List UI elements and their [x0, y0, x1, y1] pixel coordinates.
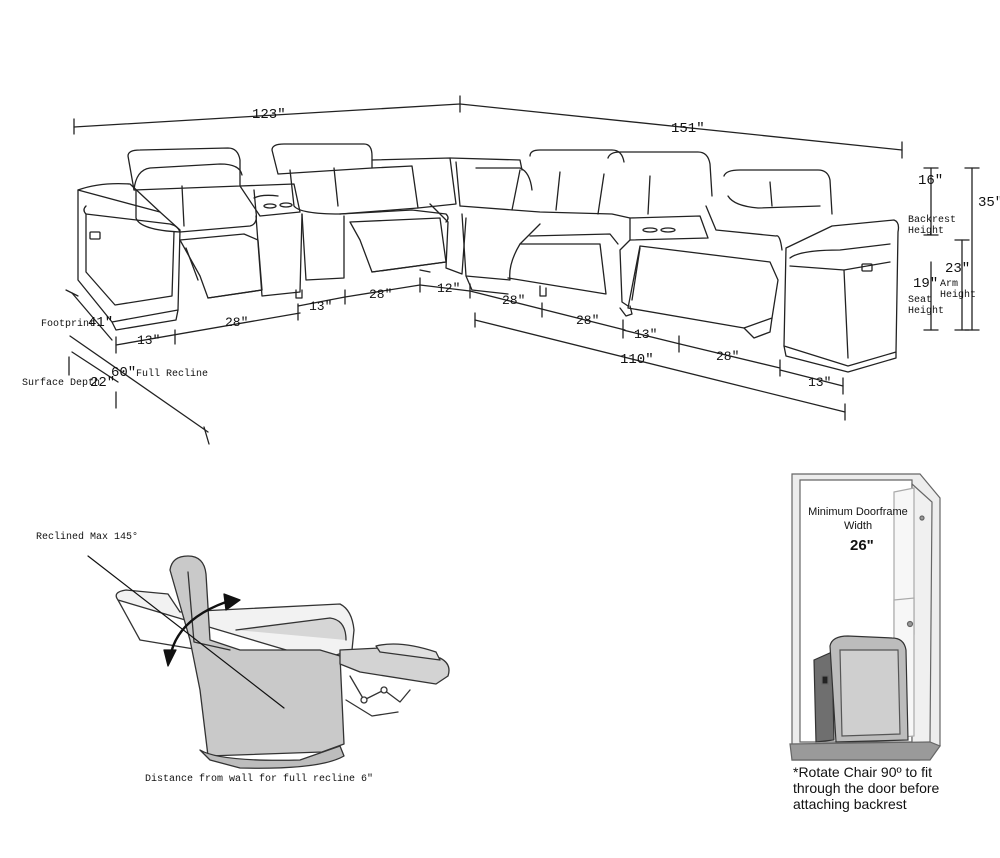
full-recline-label: Full Recline	[136, 369, 209, 380]
wall-distance-note: Distance from wall for full recline 6"	[145, 774, 374, 785]
front-left-seg-4: 28"	[369, 287, 393, 302]
front-right-lines	[469, 290, 846, 421]
surface-depth-label: Surface Depth	[22, 378, 101, 389]
sofa-left-recliner	[127, 147, 263, 299]
full-recline-value: 60"	[111, 365, 137, 381]
right-console	[619, 215, 709, 317]
reclined-max-label: Reclined Max 145°	[36, 532, 139, 543]
sofa-right-arm	[783, 219, 900, 373]
door-illustration	[789, 473, 941, 761]
arm-height-label: Arm Height	[940, 279, 977, 301]
backrest-height-value: 16"	[918, 173, 944, 189]
doorframe-title: Minimum Doorframe Width	[808, 506, 908, 532]
seat-height-value: 19"	[913, 276, 939, 292]
footprint-label: Footprint	[41, 319, 96, 330]
front-right-total: 110"	[620, 352, 654, 368]
front-right-seg-2: 28"	[576, 313, 600, 328]
front-right-seg-5: 13"	[808, 375, 832, 390]
front-left-lines	[115, 277, 471, 354]
footprint-value: 41"	[88, 315, 114, 331]
sofa-corner	[371, 157, 523, 275]
width-left-label: 123"	[252, 107, 286, 123]
sofa-right-recliners	[459, 149, 713, 297]
arm-height-value: 23"	[945, 261, 971, 277]
seat-height-label: Seat Height	[908, 295, 945, 317]
recliner-side-view	[87, 555, 450, 769]
front-left-seg-3: 13"	[309, 299, 333, 314]
front-right-seg-1: 28"	[502, 293, 526, 308]
overall-height-value: 35"	[978, 195, 1000, 211]
front-right-seg-4: 28"	[716, 349, 740, 364]
sofa-right-recliner-end	[627, 169, 833, 339]
front-left-seg-1: 13"	[137, 333, 161, 348]
overall-width-lines	[73, 95, 903, 159]
height-lines	[923, 167, 980, 331]
front-left-seg-2: 28"	[225, 315, 249, 330]
surface-depth-value: 22"	[90, 375, 116, 391]
doorframe-note: *Rotate Chair 90º to fit through the doo…	[793, 764, 940, 812]
doorframe-width: 26"	[850, 537, 874, 554]
front-right-seg-3: 13"	[634, 327, 658, 342]
backrest-height-label: Backrest Height	[908, 215, 957, 237]
left-console	[239, 183, 303, 299]
width-right-label: 151"	[671, 121, 705, 137]
depth-lines	[65, 289, 210, 445]
front-left-seg-5: 12"	[437, 281, 461, 296]
sofa-left-arm	[77, 182, 181, 331]
